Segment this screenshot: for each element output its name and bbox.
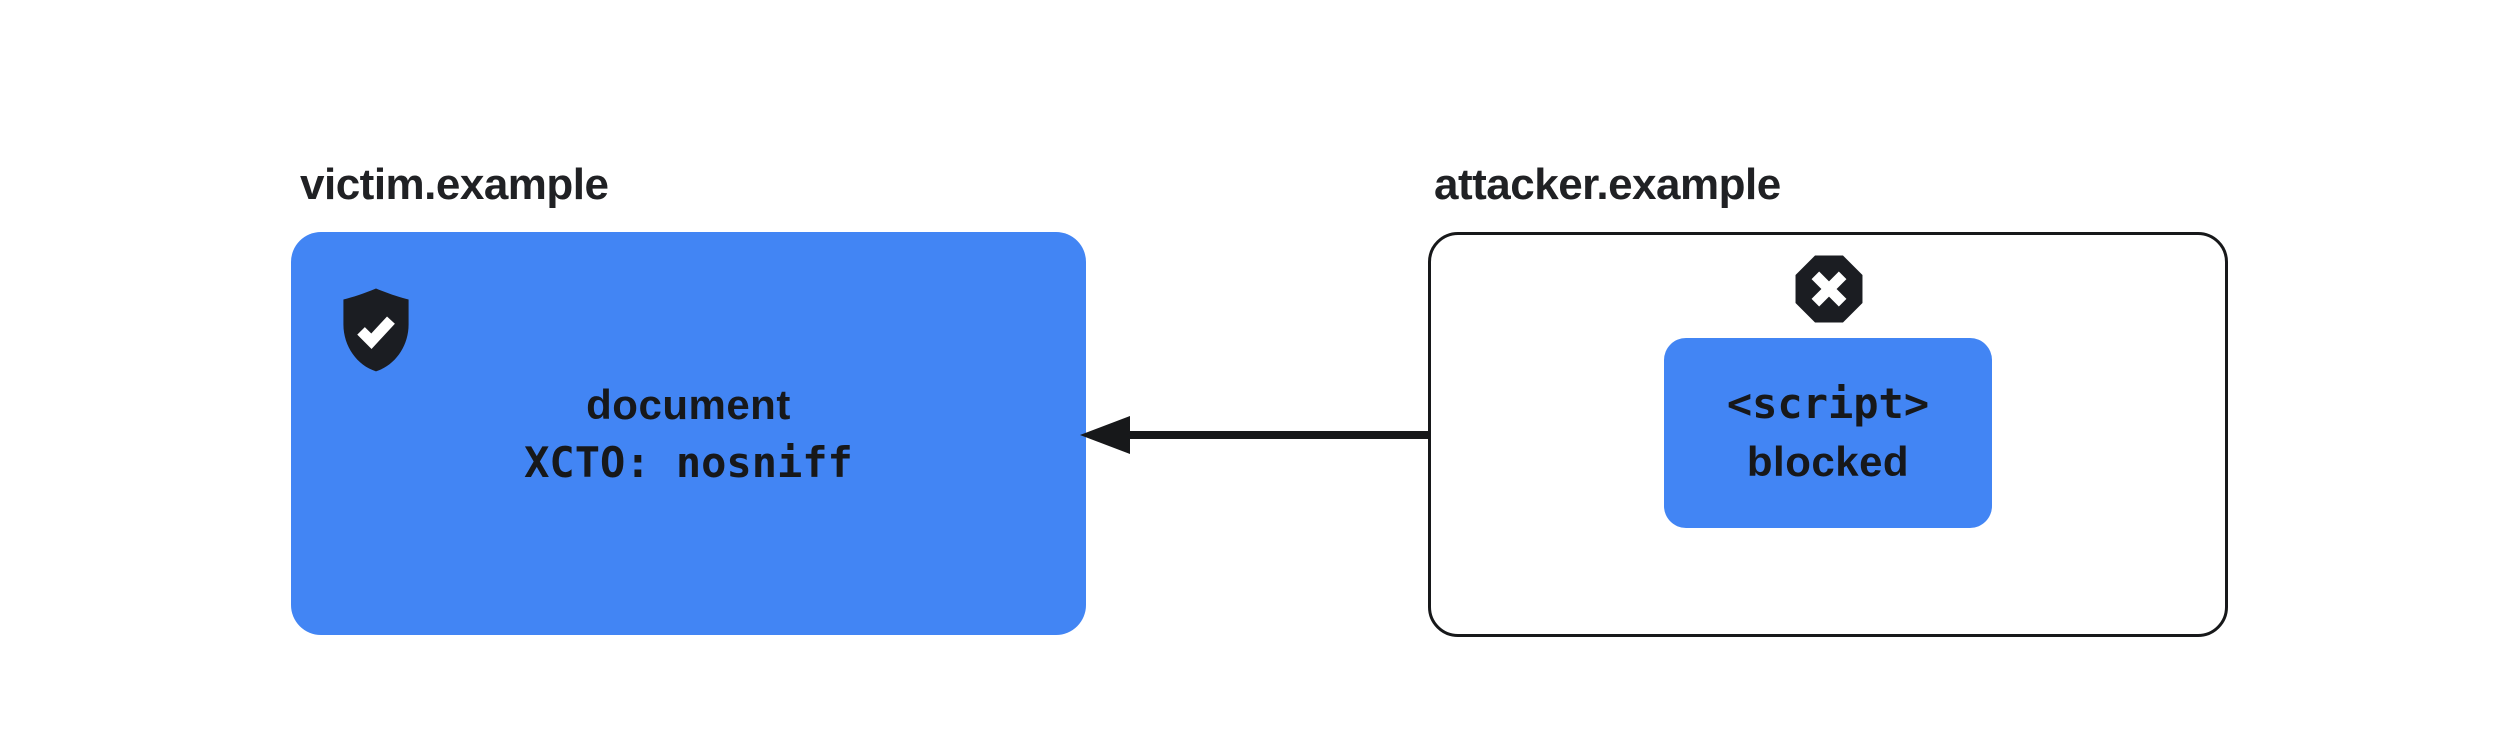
blocked-octagon-x-icon xyxy=(1790,250,1868,328)
victim-site-title: victim.example xyxy=(300,160,609,209)
shield-check-icon xyxy=(330,281,422,375)
attacker-site-card: <script> blocked xyxy=(1428,232,2228,637)
victim-card-text: document XCTO: nosniff xyxy=(524,376,853,492)
blocked-line: blocked xyxy=(1746,438,1910,485)
response-arrow-head-left xyxy=(1080,416,1130,454)
victim-document-card: document XCTO: nosniff xyxy=(291,232,1086,635)
response-arrow-shaft xyxy=(1124,431,1666,439)
victim-card-line-document: document xyxy=(586,380,791,428)
script-box-text: <script> blocked xyxy=(1727,375,1929,491)
attacker-site-title: attacker.example xyxy=(1434,160,1781,209)
script-tag-line: <script> xyxy=(1726,379,1930,428)
victim-card-line-xcto-nosniff: XCTO: nosniff xyxy=(524,437,853,487)
blocked-script-box: <script> blocked xyxy=(1664,338,1992,528)
